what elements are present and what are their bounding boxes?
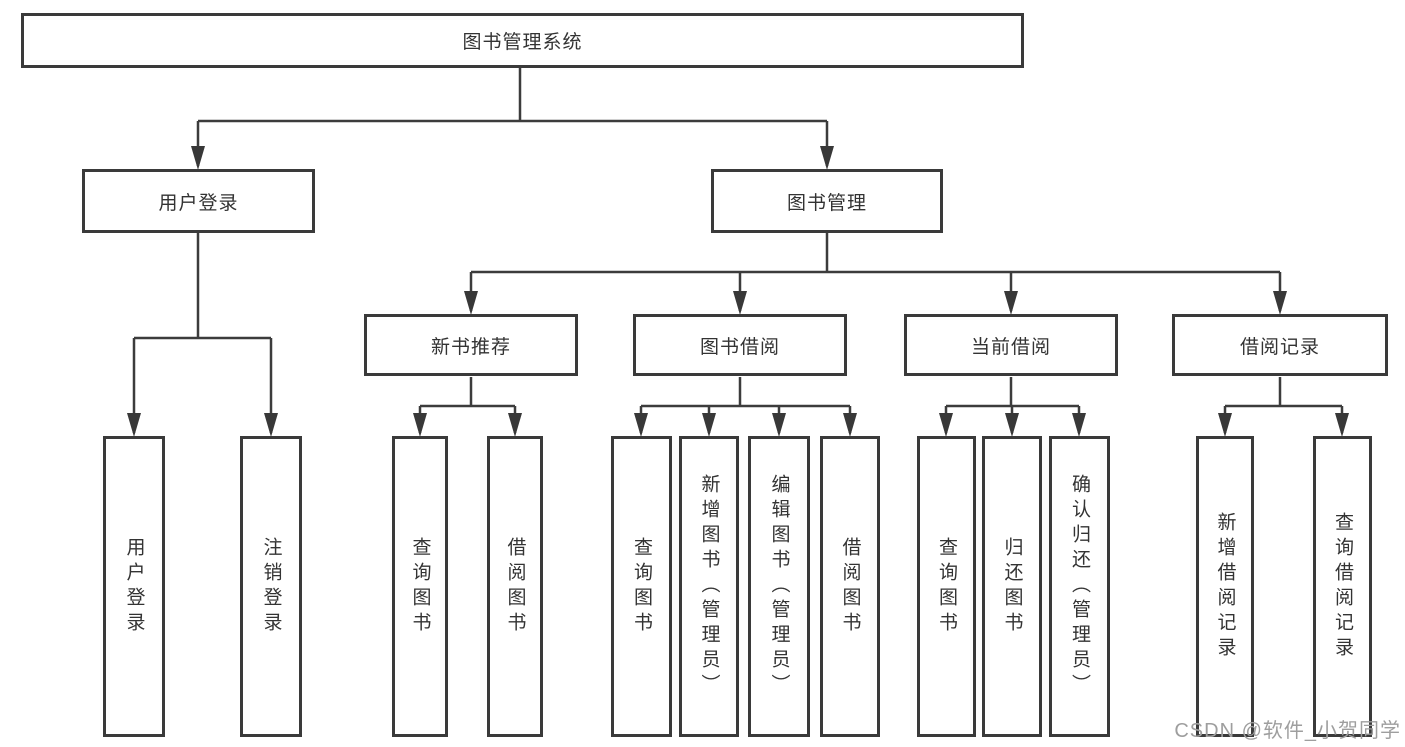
node-label: 借阅图书 [504,536,526,637]
node-label: 借阅记录 [1239,336,1320,358]
node-label: 新书推荐 [430,336,511,358]
leaf-add-books-admin: 新增图书（管理员） [679,436,739,737]
node-label: 当前借阅 [970,336,1051,358]
node-book-borrow: 图书借阅 [633,314,847,376]
node-label: 图书管理 [786,192,867,214]
node-label: 图书管理系统 [462,32,583,53]
root-node-library-system: 图书管理系统 [21,13,1024,68]
node-label: 编辑图书（管理员） [768,474,790,699]
node-user-login: 用户登录 [82,169,315,233]
node-label: 确认归还（管理员） [1069,474,1090,699]
node-new-book-recommend: 新书推荐 [364,314,578,376]
leaf-confirm-return-admin: 确认归还（管理员） [1049,436,1110,737]
node-label: 借阅图书 [839,536,861,637]
leaf-query-books-recommend: 查询图书 [392,436,448,737]
csdn-watermark: CSDN @软件_小贺同学 [1174,720,1401,742]
leaf-query-books-current: 查询图书 [917,436,976,737]
leaf-user-login: 用户登录 [103,436,165,737]
leaf-return-books: 归还图书 [982,436,1042,737]
node-label: 查询借阅记录 [1332,511,1353,662]
node-label: 查询图书 [936,536,957,637]
leaf-borrow-books-recommend: 借阅图书 [487,436,543,737]
leaf-edit-books-admin: 编辑图书（管理员） [748,436,810,737]
node-label: 图书借阅 [699,336,780,358]
node-label: 用户登录 [158,192,239,214]
node-label: 新增借阅记录 [1214,511,1236,662]
leaf-query-borrow-record: 查询借阅记录 [1313,436,1372,737]
leaf-add-borrow-record: 新增借阅记录 [1196,436,1254,737]
node-label: 注销登录 [260,536,282,637]
node-label: 用户登录 [123,536,145,637]
node-label: 新增图书（管理员） [698,474,720,699]
leaf-query-books-borrow: 查询图书 [611,436,672,737]
node-borrow-records: 借阅记录 [1172,314,1388,376]
node-book-management: 图书管理 [711,169,943,233]
node-label: 归还图书 [1001,536,1023,637]
leaf-borrow-books: 借阅图书 [820,436,880,737]
node-current-borrow: 当前借阅 [904,314,1118,376]
node-label: 查询图书 [631,536,652,637]
leaf-logout: 注销登录 [240,436,302,737]
node-label: 查询图书 [409,536,431,637]
